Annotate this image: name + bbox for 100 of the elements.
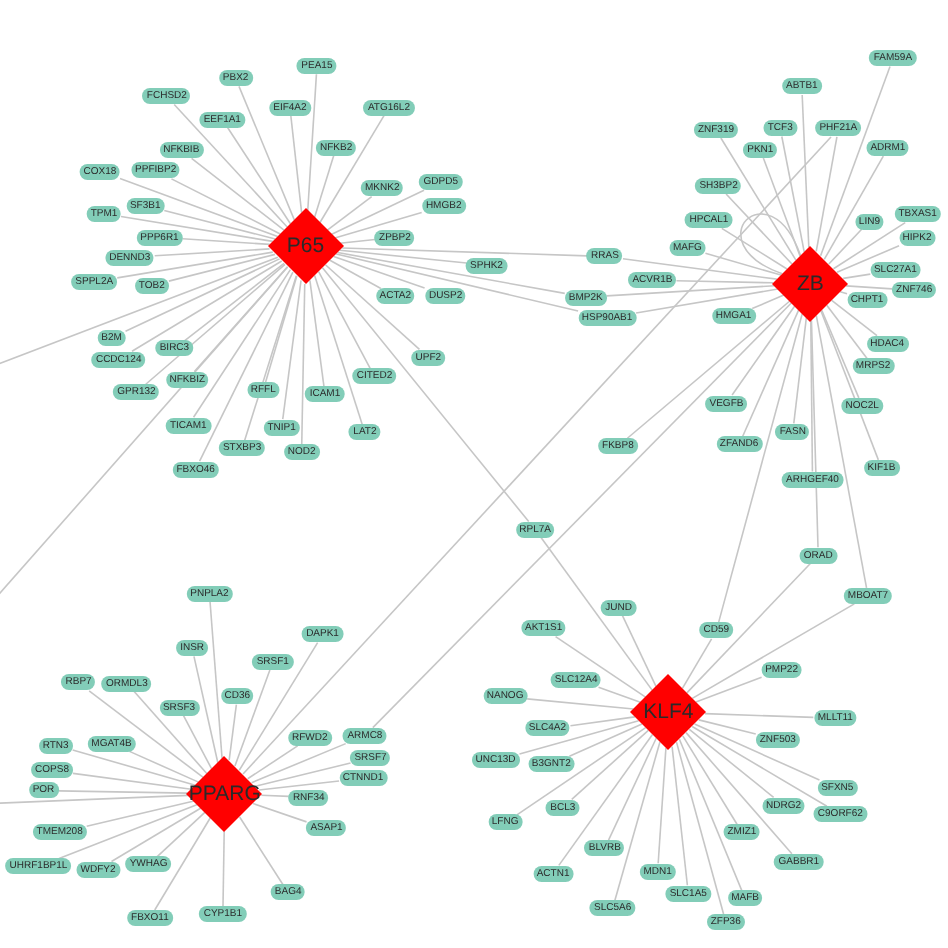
edge-line (678, 738, 743, 892)
edge-line (657, 747, 667, 865)
edge-line (116, 251, 274, 279)
edge-line (183, 262, 285, 342)
edge-line (682, 735, 738, 826)
edge-line (153, 816, 212, 911)
edge-line (815, 136, 838, 253)
edge-line (242, 136, 832, 775)
edge-line (71, 749, 197, 787)
edge-line (335, 253, 579, 312)
edge-line (751, 294, 785, 310)
edge-line (686, 562, 812, 694)
edge-line (839, 291, 848, 295)
hub-label: PPARG (188, 781, 261, 806)
edge-line (238, 85, 296, 221)
edge-line (128, 750, 200, 783)
edge-line (721, 227, 788, 270)
edge-line (704, 712, 815, 719)
edge-line (717, 312, 804, 624)
edge-line (209, 601, 223, 760)
edge-line (740, 213, 802, 275)
edge-line (526, 698, 635, 710)
edge-line (820, 310, 880, 461)
edge-line (810, 320, 814, 473)
edge-line (57, 790, 189, 794)
edge-line (313, 155, 335, 219)
edge-line (156, 811, 206, 858)
hub-diamond (772, 245, 849, 322)
edge-line (842, 273, 872, 280)
edge-line (0, 256, 279, 368)
hub-diamond (630, 674, 707, 751)
edge-line (144, 263, 286, 386)
edge-line (324, 263, 421, 351)
edge-line (226, 126, 292, 225)
edge-line (181, 237, 271, 246)
edge-line (317, 270, 372, 370)
edge-line (697, 719, 757, 735)
edge-line (597, 686, 642, 704)
edge-line (569, 716, 636, 727)
edge-line (163, 209, 276, 240)
hub-label: P65 (286, 234, 325, 259)
edge-line (781, 135, 805, 253)
edge-line (830, 299, 878, 337)
edge-line (250, 742, 347, 784)
hub-diamond (267, 208, 344, 285)
edge-line (246, 745, 299, 780)
edge-line (193, 655, 219, 764)
edge-line (193, 266, 289, 373)
edge-line (621, 614, 657, 688)
edge-line (243, 274, 298, 442)
edge-line (828, 228, 863, 265)
edge-line (622, 258, 778, 280)
hub-diamond (186, 755, 263, 832)
edge-line (326, 195, 373, 232)
edge-line (540, 536, 654, 692)
edge-line (58, 803, 199, 860)
edge-line (671, 745, 689, 887)
edge-line (281, 279, 302, 420)
edge-line (725, 193, 793, 265)
edge-line (168, 253, 276, 282)
edge-line (238, 641, 319, 772)
edge-line (290, 114, 303, 214)
edge-line (339, 238, 376, 244)
edge-line (153, 248, 271, 257)
edge-line (704, 252, 782, 276)
edge-line (119, 177, 279, 238)
edge-line (801, 94, 810, 248)
edge-line (339, 249, 468, 264)
edge-line (332, 255, 426, 289)
edge-line (691, 603, 856, 700)
edge-line (558, 733, 654, 867)
edge-line (693, 723, 821, 781)
edge-line (815, 314, 868, 589)
edge-line (823, 155, 885, 261)
edge-line (605, 284, 776, 297)
edge-line (614, 741, 661, 902)
edge-line (252, 802, 308, 823)
hub-label: KLF4 (643, 700, 694, 725)
edge-line (372, 301, 793, 729)
edge-line (762, 157, 801, 257)
edge-line (825, 304, 868, 360)
edge-line (741, 309, 800, 438)
edge-line (336, 251, 566, 295)
edge-line (688, 728, 775, 799)
edge-line (222, 830, 225, 907)
edge-line (124, 258, 281, 333)
edge-line (518, 719, 640, 755)
edge-line (330, 189, 425, 236)
edge-line (516, 726, 647, 816)
edge-line (72, 772, 193, 791)
edge-line (820, 309, 860, 399)
edge-line (133, 690, 208, 775)
edge-line (845, 285, 893, 290)
edge-line (635, 288, 779, 314)
edge-line (238, 816, 284, 886)
edge-line (810, 319, 819, 548)
edge-line (321, 266, 530, 523)
hub-label: ZB (796, 271, 824, 296)
edge-line (334, 211, 423, 239)
edge-line (192, 268, 292, 419)
